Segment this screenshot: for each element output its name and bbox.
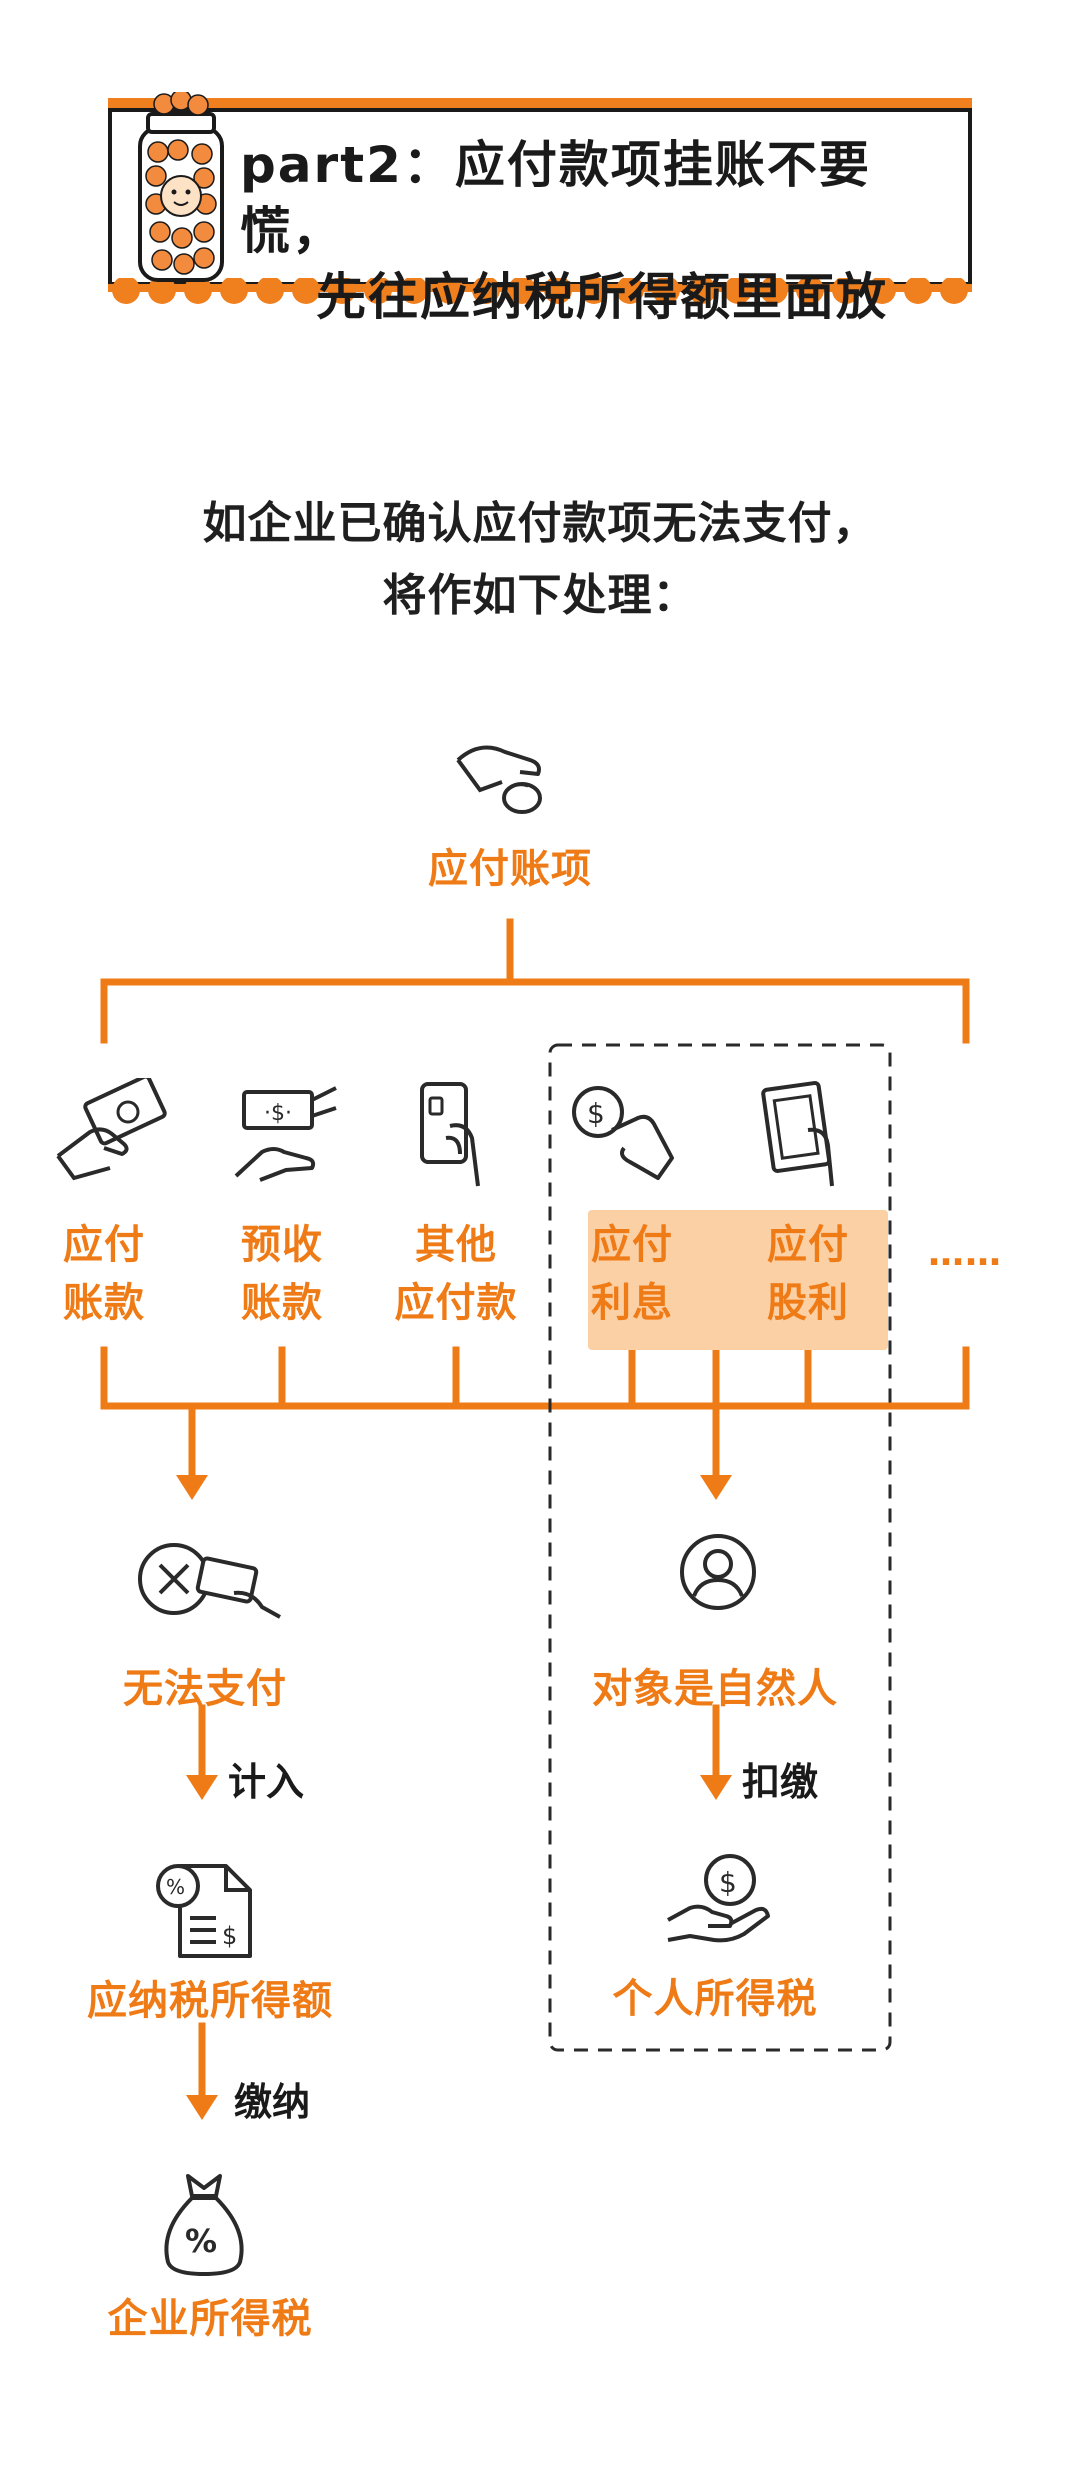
intro-line-2: 将作如下处理： bbox=[382, 570, 698, 621]
right-step-1: 对象是自然人 bbox=[592, 1666, 838, 1712]
category-label-line2: 账款 bbox=[241, 1280, 323, 1326]
category-other-payables: 其他 应付款 bbox=[376, 1216, 536, 1332]
title-line-1: part2：应付款项挂账不要慌， bbox=[240, 136, 871, 260]
banknote-hand-icon bbox=[752, 1076, 862, 1190]
scallop-dot bbox=[400, 278, 428, 304]
scallop-dot bbox=[292, 278, 320, 304]
left-arrow-label-1: 计入 bbox=[228, 1760, 305, 1804]
left-step-3: 企业所得税 bbox=[107, 2296, 313, 2342]
category-label-line1: 其他 bbox=[415, 1222, 497, 1268]
svg-text:$: $ bbox=[719, 1866, 737, 1899]
category-label-line1: 预收 bbox=[241, 1222, 323, 1268]
highlight-box bbox=[588, 1210, 888, 1350]
scallop-dot bbox=[544, 278, 572, 304]
scallop-dot bbox=[436, 278, 464, 304]
hand-dollar-coin-icon: $ bbox=[664, 1850, 774, 1946]
svg-text:%: % bbox=[166, 1875, 185, 1899]
scallop-dot bbox=[580, 278, 608, 304]
category-label-line2: 账款 bbox=[63, 1280, 145, 1326]
svg-text:·$·: ·$· bbox=[264, 1101, 292, 1126]
left-arrow-label-2: 缴纳 bbox=[234, 2080, 311, 2124]
check-handover-icon: ·$· bbox=[226, 1080, 346, 1190]
scallop-dot bbox=[472, 278, 500, 304]
right-arrow-label-1: 扣缴 bbox=[742, 1760, 819, 1804]
category-label-line1: 应付 bbox=[591, 1222, 673, 1268]
scallop-dot bbox=[508, 278, 536, 304]
category-label-line2: 应付款 bbox=[394, 1280, 518, 1326]
left-step-1: 无法支付 bbox=[123, 1666, 287, 1712]
intro-text: 如企业已确认应付款项无法支付， 将作如下处理： bbox=[0, 488, 1080, 632]
scallop-dot bbox=[832, 278, 860, 304]
tax-document-icon: % $ bbox=[150, 1858, 260, 1964]
category-ellipsis: …… bbox=[928, 1233, 1002, 1274]
scallop-dot bbox=[112, 278, 140, 304]
right-step-2: 个人所得税 bbox=[612, 1976, 818, 2022]
cash-hand-icon bbox=[50, 1078, 170, 1188]
intro-line-1: 如企业已确认应付款项无法支付， bbox=[202, 498, 878, 549]
card-hand-icon bbox=[402, 1076, 512, 1190]
scallop-dot bbox=[760, 278, 788, 304]
title-line-2: 先往应纳税所得额里面放 bbox=[316, 268, 888, 326]
card-declined-icon bbox=[134, 1535, 284, 1625]
scallop-dot bbox=[148, 278, 176, 304]
category-label-line2: 利息 bbox=[591, 1280, 673, 1326]
coin-hand-icon: $ bbox=[568, 1078, 688, 1188]
scallop-dot bbox=[364, 278, 392, 304]
candy-jar-icon bbox=[126, 92, 236, 288]
category-dividends-payable: 应付 股利 bbox=[738, 1216, 878, 1332]
person-icon bbox=[678, 1532, 758, 1612]
scallop-dot bbox=[940, 278, 968, 304]
scallop-dot bbox=[328, 278, 356, 304]
hand-coin-icon bbox=[450, 730, 560, 830]
scallop-dot bbox=[724, 278, 752, 304]
category-label-line1: 应付 bbox=[767, 1222, 849, 1268]
scallop-dot bbox=[796, 278, 824, 304]
category-label-line1: 应付 bbox=[63, 1222, 145, 1268]
svg-text:%: % bbox=[185, 2222, 217, 2260]
scallop-dot bbox=[220, 278, 248, 304]
scallop-dot bbox=[616, 278, 644, 304]
scallop-dot bbox=[256, 278, 284, 304]
category-interest-payable: 应付 利息 bbox=[562, 1216, 702, 1332]
tax-money-bag-icon: % bbox=[154, 2170, 254, 2280]
left-step-2: 应纳税所得额 bbox=[87, 1978, 333, 2024]
category-accounts-payable: 应付 账款 bbox=[34, 1216, 174, 1332]
banner-top-stripe bbox=[108, 98, 972, 108]
scallop-dot bbox=[904, 278, 932, 304]
root-label: 应付账项 bbox=[428, 846, 592, 892]
svg-text:$: $ bbox=[587, 1097, 605, 1130]
scallop-dot bbox=[184, 278, 212, 304]
category-advance-receipts: 预收 账款 bbox=[212, 1216, 352, 1332]
category-label-line2: 股利 bbox=[767, 1280, 849, 1326]
scallop-dot bbox=[868, 278, 896, 304]
scallop-dot bbox=[688, 278, 716, 304]
page-title: part2：应付款项挂账不要慌， 先往应纳税所得额里面放 bbox=[240, 132, 970, 330]
banner-scallop bbox=[108, 278, 972, 304]
svg-text:$: $ bbox=[222, 1922, 237, 1950]
scallop-dot bbox=[652, 278, 680, 304]
